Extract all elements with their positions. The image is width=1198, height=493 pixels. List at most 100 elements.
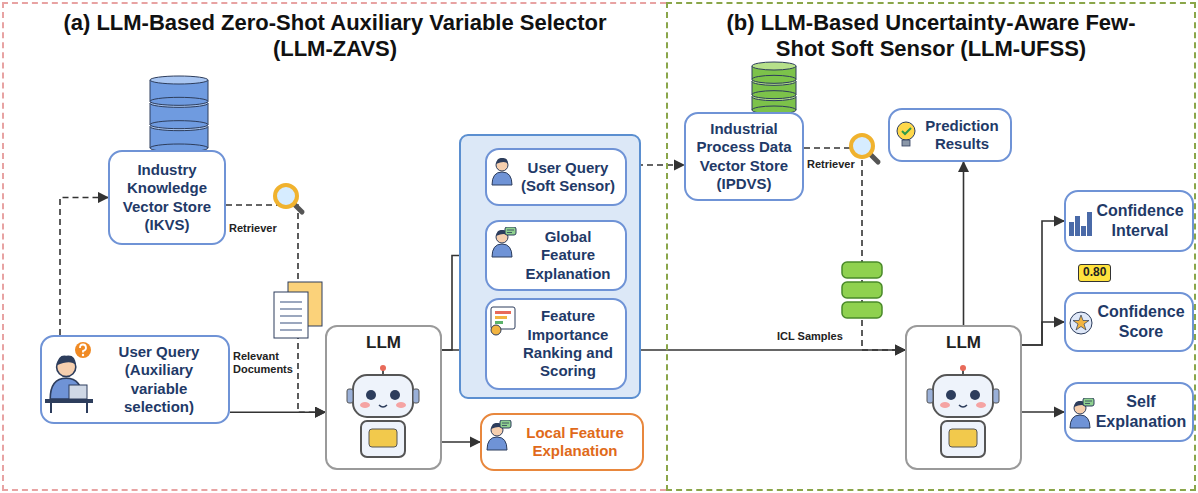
icon-part — [86, 403, 88, 413]
icon-part — [495, 321, 503, 324]
score-badge: 0.80 — [1078, 264, 1111, 282]
icon-part — [1070, 312, 1092, 334]
box-label: Global Feature Explanation — [517, 228, 619, 283]
icon-part — [959, 405, 967, 407]
robot-icon — [343, 365, 423, 460]
icon-part — [396, 402, 406, 408]
icon-part — [902, 140, 910, 146]
box-label: LLM — [946, 333, 981, 354]
icon-part — [897, 122, 915, 146]
icon-part — [492, 158, 512, 185]
box-label: User Query (Soft Sensor) — [517, 159, 619, 196]
icon-part — [897, 122, 915, 140]
icon-part — [208, 127, 209, 148]
ranking-box: Feature Importance Ranking and Scoring — [485, 298, 627, 390]
icon-part — [752, 91, 796, 99]
vector-store-box: Industrial Process Data Vector Store (IP… — [684, 112, 804, 201]
box-label: Confidence Score — [1096, 302, 1186, 341]
illustrations — [150, 62, 882, 338]
icon-part — [993, 389, 999, 403]
icon-part — [491, 307, 515, 335]
icon-part — [487, 420, 511, 450]
icon-part — [380, 365, 386, 371]
icon-part — [347, 365, 419, 457]
query-box: User Query (Auxiliary variable selection… — [40, 335, 230, 424]
icon-part — [361, 421, 405, 457]
icon-part — [796, 97, 797, 110]
bars-icon — [1068, 206, 1094, 238]
icon-part — [280, 315, 302, 317]
icon-part — [208, 80, 209, 101]
icon-part — [1069, 212, 1092, 236]
icon-part — [280, 329, 302, 331]
retriever-label: Retriever — [806, 158, 856, 171]
icon-part — [487, 437, 507, 450]
connector — [60, 198, 108, 336]
person-icon — [490, 155, 516, 187]
icon-part — [752, 81, 753, 94]
icon-part — [150, 127, 151, 148]
icon-part — [82, 354, 84, 356]
icon-part — [927, 389, 933, 403]
retriever-label: Retriever — [228, 222, 278, 235]
desk-icon — [45, 341, 95, 415]
icon-part — [360, 402, 370, 408]
icon-part — [1073, 315, 1089, 330]
icon-part — [45, 342, 93, 413]
box-label: Local Feature Explanation — [514, 424, 636, 461]
connector — [442, 441, 480, 443]
connector — [1022, 411, 1064, 413]
panel-region: (b) LLM-Based Uncertainty-Aware Few-Shot… — [666, 2, 1196, 491]
query-box: User Query (Soft Sensor) — [485, 148, 627, 206]
icon-part — [280, 322, 302, 324]
result-box: Prediction Results — [888, 108, 1012, 162]
robot-icon — [923, 365, 1003, 460]
explanation-box: Global Feature Explanation — [485, 220, 627, 291]
icon-part — [949, 429, 977, 447]
llm-box: LLM — [325, 325, 442, 470]
icon-part — [492, 244, 512, 257]
icon-part — [1085, 401, 1092, 402]
icon-part — [946, 390, 956, 400]
connector — [804, 148, 905, 350]
icon-part — [1085, 403, 1090, 404]
connector — [230, 411, 325, 413]
icon-part — [796, 81, 797, 94]
icon-part — [495, 316, 507, 319]
icon-part — [69, 385, 87, 399]
icon-part — [495, 311, 511, 314]
llm-box: LLM — [905, 325, 1022, 470]
icon-part — [796, 66, 797, 79]
icon-part — [927, 365, 999, 457]
group-panel — [460, 135, 640, 398]
icon-part — [208, 103, 209, 124]
icon-part — [413, 389, 419, 403]
icon-part — [1087, 212, 1092, 236]
icon-part — [280, 301, 302, 303]
box-label: User Query (Auxiliary variable selection… — [96, 343, 222, 416]
talker-icon — [490, 227, 518, 259]
rank-icon — [490, 305, 518, 337]
icon-part — [492, 227, 516, 257]
icon-part — [496, 158, 508, 164]
bulb-icon — [894, 120, 920, 150]
icon-part — [492, 172, 512, 185]
icon-part — [752, 97, 753, 110]
badge-icon — [1068, 308, 1096, 338]
connector — [1022, 322, 1064, 345]
box-label: Prediction Results — [920, 117, 1004, 154]
box-label: LLM — [366, 333, 401, 354]
icon-part — [491, 325, 501, 335]
panel-title: (a) LLM-Based Zero-Shot Auxiliary Variab… — [55, 10, 615, 63]
connector — [963, 162, 965, 325]
icon-part — [842, 282, 882, 298]
icon-part — [80, 345, 86, 353]
icon-part — [752, 66, 753, 79]
box-label: Self Explanation — [1096, 392, 1187, 431]
icon-part — [379, 405, 387, 407]
icon-part — [507, 232, 512, 233]
panel-region: (a) LLM-Based Zero-Shot Auxiliary Variab… — [2, 2, 666, 491]
connector — [1022, 221, 1064, 345]
icon-part — [75, 342, 91, 358]
